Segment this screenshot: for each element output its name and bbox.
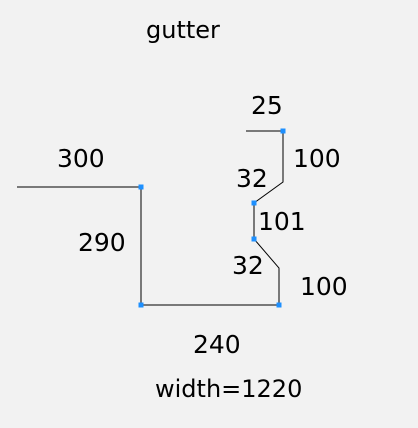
- vertex-node-top-right[interactable]: [280, 128, 286, 134]
- dimension-left-height: 290: [78, 228, 126, 257]
- vertex-node-upper-bend[interactable]: [251, 200, 257, 206]
- dimension-top-flange: 25: [251, 91, 283, 120]
- vertex-node-left-bottom[interactable]: [138, 302, 144, 308]
- dimension-left-flange: 300: [57, 144, 105, 173]
- diagram-footer-width: width=1220: [155, 375, 303, 403]
- dimension-upper-right-height: 100: [293, 144, 341, 173]
- diagram-title: gutter: [146, 16, 220, 44]
- vertex-node-lower-bend[interactable]: [251, 236, 257, 242]
- dimension-lower-bend: 32: [232, 251, 264, 280]
- dimension-bottom-width: 240: [193, 330, 241, 359]
- dimension-middle-height: 101: [258, 207, 306, 236]
- vertex-node-right-bottom[interactable]: [276, 302, 282, 308]
- vertex-node-left-top[interactable]: [138, 184, 144, 190]
- gutter-profile-line: [17, 130, 284, 306]
- dimension-lower-right-height: 100: [300, 272, 348, 301]
- dimension-upper-bend: 32: [236, 164, 268, 193]
